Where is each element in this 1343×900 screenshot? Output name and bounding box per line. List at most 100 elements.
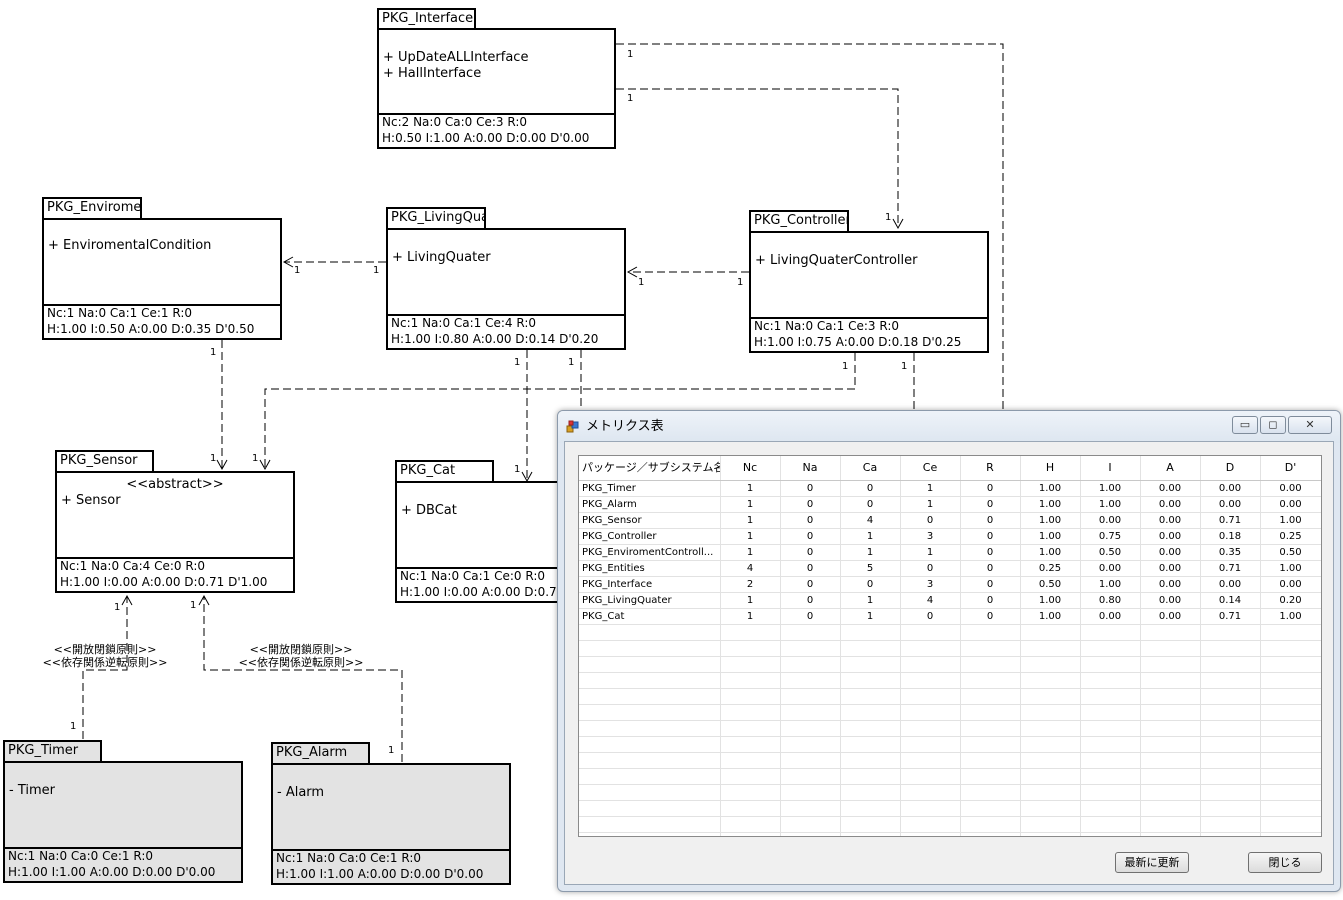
package-metrics: Nc:1 Na:0 Ca:1 Ce:4 R:0 H:1.00 I:0.80 A:… [388,315,624,348]
column-header[interactable]: H [1020,456,1081,481]
column-header[interactable]: Ce [900,456,961,481]
empty-cell [1080,656,1141,673]
empty-cell [840,800,901,817]
package-timer[interactable]: PKG_Timer - Timer Nc:1 Na:0 Ca:0 Ce:1 R:… [3,740,243,883]
empty-cell [1200,816,1261,833]
dep-alarm-sensor [203,596,403,762]
empty-cell [780,800,841,817]
empty-cell [720,816,781,833]
column-header[interactable]: パッケージ／サブシステム名 [579,456,721,481]
empty-cell [780,816,841,833]
table-cell: 0.00 [1080,608,1141,625]
empty-cell [900,640,961,657]
empty-cell [900,624,961,641]
empty-cell [1080,688,1141,705]
table-cell: PKG_Alarm [579,496,721,513]
table-cell: 0.00 [1080,512,1141,529]
empty-row [579,640,1321,657]
empty-cell [900,736,961,753]
empty-cell [1260,832,1321,836]
package-body: + EnviromentalCondition Nc:1 Na:0 Ca:1 C… [42,218,282,340]
empty-cell [780,832,841,836]
window-titlebar[interactable]: メトリクス表 ▭ ◻ ✕ [558,411,1340,443]
table-cell: 1 [720,512,781,529]
table-cell: 1 [720,592,781,609]
column-header[interactable]: R [960,456,1021,481]
empty-cell [960,640,1021,657]
column-header[interactable]: Na [780,456,841,481]
close-window-button[interactable]: ✕ [1288,416,1332,434]
table-cell: 0 [780,480,841,497]
table-cell: 0.00 [1140,608,1201,625]
column-header[interactable]: D [1200,456,1261,481]
arrowhead-sensor-2 [259,459,271,471]
package-operations: <<abstract>> + Sensor [57,473,293,559]
metrics-line-2: H:1.00 I:1.00 A:0.00 D:0.00 D'0.00 [276,867,484,881]
column-header[interactable]: D' [1260,456,1321,481]
table-cell: PKG_Cat [579,608,721,625]
mult-timer-top: 1 [70,721,77,732]
table-cell: 0.75 [1080,528,1141,545]
column-header[interactable]: I [1080,456,1141,481]
empty-cell [1140,816,1201,833]
column-header[interactable]: Ca [840,456,901,481]
package-metrics: Nc:1 Na:0 Ca:0 Ce:1 R:0 H:1.00 I:1.00 A:… [273,850,509,883]
close-icon: ✕ [1305,418,1315,431]
empty-cell [720,720,781,737]
empty-cell [960,672,1021,689]
table-cell: 0.00 [1140,496,1201,513]
empty-cell [1080,832,1141,836]
refresh-button[interactable]: 最新に更新 [1115,852,1189,873]
table-cell: 0 [960,592,1021,609]
table-cell: 0.00 [1200,496,1261,513]
arrowhead-enviro [282,256,294,268]
table-cell: 1.00 [1080,480,1141,497]
empty-cell [780,784,841,801]
package-metrics: Nc:1 Na:0 Ca:0 Ce:1 R:0 H:1.00 I:1.00 A:… [5,848,241,881]
package-controller[interactable]: PKG_Controller + LivingQuaterController … [749,210,989,353]
package-interface[interactable]: PKG_Interface + UpDateALLInterface + Hal… [377,8,616,149]
table-cell: 0 [900,560,961,577]
metrics-line-2: H:1.00 I:0.80 A:0.00 D:0.14 D'0.20 [391,332,599,346]
column-header[interactable]: A [1140,456,1201,481]
empty-cell [1080,640,1141,657]
close-button[interactable]: 閉じる [1248,852,1322,873]
package-tab: PKG_Interface [377,8,476,30]
table-cell: 1.00 [1020,480,1081,497]
package-body: - Alarm Nc:1 Na:0 Ca:0 Ce:1 R:0 H:1.00 I… [271,763,511,885]
column-header[interactable]: Nc [720,456,781,481]
package-tab: PKG_Enviroment [42,197,142,220]
package-enviroment[interactable]: PKG_Enviroment + EnviromentalCondition N… [42,197,282,340]
empty-cell [579,640,721,657]
empty-cell [1020,816,1081,833]
empty-cell [720,640,781,657]
empty-cell [780,768,841,785]
maximize-button[interactable]: ◻ [1260,416,1286,434]
empty-cell [900,704,961,721]
empty-cell [960,784,1021,801]
empty-cell [960,688,1021,705]
table-cell: 1 [720,608,781,625]
package-sensor[interactable]: PKG_Sensor <<abstract>> + Sensor Nc:1 Na… [55,450,295,593]
package-livingquater[interactable]: PKG_LivingQuater + LivingQuater Nc:1 Na:… [386,207,626,350]
package-alarm[interactable]: PKG_Alarm - Alarm Nc:1 Na:0 Ca:0 Ce:1 R:… [271,742,511,885]
empty-cell [780,736,841,753]
table-cell: 4 [840,512,901,529]
table-cell: 0 [960,512,1021,529]
minimize-button[interactable]: ▭ [1232,416,1258,434]
operation: - Timer [9,783,55,798]
table-cell: 0.00 [1260,576,1321,593]
